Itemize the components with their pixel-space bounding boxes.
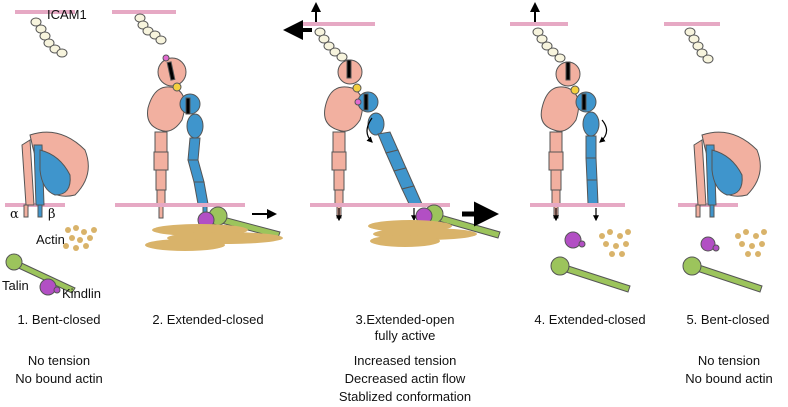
extended-integrin xyxy=(147,54,209,219)
kindlin xyxy=(39,278,61,296)
cell-membrane-bottom xyxy=(310,203,450,207)
cell-membrane-top xyxy=(15,10,75,14)
actin-label: Actin xyxy=(36,232,65,247)
kindlin-label: Kindlin xyxy=(62,286,101,301)
note-line: No tension xyxy=(27,353,91,368)
icam1-chain xyxy=(30,17,68,58)
stage-5-bent-closed xyxy=(664,22,767,293)
talin-label: Talin xyxy=(2,278,29,293)
stage-title: 5. Bent-closed xyxy=(686,312,770,327)
stage-1-notes: No tension No bound actin xyxy=(4,352,114,388)
stage-3-title: 3.Extended-open fully active xyxy=(340,312,470,344)
alpha-label: α xyxy=(10,207,19,222)
extended-integrin xyxy=(540,61,600,219)
note-line: Increased tension xyxy=(353,353,457,368)
stage-3-extended-open xyxy=(283,2,501,247)
icam1-chain xyxy=(314,27,348,62)
stage-4-extended-closed xyxy=(510,2,631,293)
note-line: Decreased actin flow xyxy=(344,371,466,386)
actin-monomers xyxy=(63,225,97,251)
cell-membrane-bottom xyxy=(115,203,245,207)
stage-subtitle: fully active xyxy=(374,328,436,343)
stage-2-title: 2. Extended-closed xyxy=(138,312,278,328)
actin-filament xyxy=(368,220,477,247)
actin-monomers xyxy=(735,229,767,257)
stage-1-bent-closed: ICAM1 α β Actin Talin Kindlin xyxy=(2,7,101,301)
stage-title: 3.Extended-open xyxy=(355,312,455,327)
cell-membrane-bottom xyxy=(530,203,625,207)
talin xyxy=(682,256,763,293)
actin-monomers xyxy=(599,229,631,257)
cell-membrane-top xyxy=(664,22,720,26)
talin xyxy=(550,256,631,293)
stage-2-extended-closed xyxy=(112,10,283,251)
stage-title: 1. Bent-closed xyxy=(17,312,101,327)
note-line: No bound actin xyxy=(685,371,773,386)
stage-1-title: 1. Bent-closed xyxy=(14,312,104,328)
note-line: No bound actin xyxy=(15,371,103,386)
icam1-label: ICAM1 xyxy=(47,7,87,22)
kindlin xyxy=(564,231,586,249)
icam1-chain xyxy=(532,27,566,63)
note-line: No tension xyxy=(697,353,761,368)
beta-label: β xyxy=(48,207,56,222)
stage-title: 2. Extended-closed xyxy=(152,312,264,327)
stage-4-title: 4. Extended-closed xyxy=(520,312,660,328)
note-line: Stablized conformation xyxy=(338,389,472,404)
stage-5-title: 5. Bent-closed xyxy=(678,312,778,328)
stage-3-notes: Increased tension Decreased actin flow S… xyxy=(325,352,485,406)
stage-5-notes: No tension No bound actin xyxy=(674,352,784,388)
actin-filament xyxy=(145,224,283,251)
cell-membrane-top xyxy=(510,22,568,26)
rotation-arrow xyxy=(366,117,373,143)
icam1-chain xyxy=(684,27,714,64)
cell-membrane-bottom xyxy=(5,203,65,207)
icam1-chain xyxy=(134,13,167,45)
cell-membrane-top xyxy=(112,10,176,14)
rotation-arrow xyxy=(599,119,608,143)
cell-membrane-top xyxy=(300,22,375,26)
kindlin xyxy=(700,236,720,252)
bent-integrin xyxy=(693,131,761,218)
extended-integrin xyxy=(324,59,423,219)
stage-title: 4. Extended-closed xyxy=(534,312,646,327)
bent-integrin xyxy=(21,131,89,218)
talin xyxy=(5,253,76,294)
